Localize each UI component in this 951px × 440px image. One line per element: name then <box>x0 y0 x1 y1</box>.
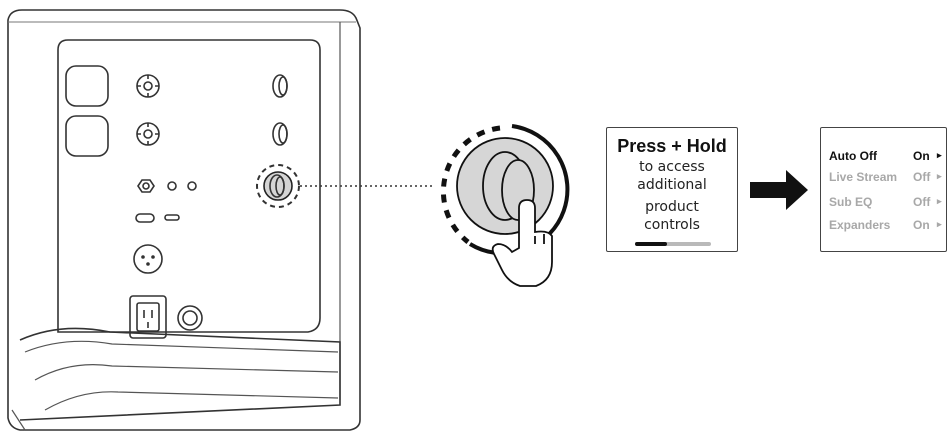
instruction-line-1: to access <box>639 159 705 175</box>
instruction-line-2: additional <box>637 177 707 193</box>
menu-value: Off <box>913 170 931 184</box>
hold-progress-bar <box>635 242 711 246</box>
chevron-right-icon: ▸ <box>937 171 942 181</box>
menu-value: On <box>913 149 930 163</box>
press-hold-panel: Press + Hold to access additional produc… <box>606 127 738 252</box>
channel-knob-2 <box>272 122 288 146</box>
chevron-right-icon: ▸ <box>937 196 942 206</box>
input-slot-1 <box>65 65 109 107</box>
right-arrow-icon <box>750 170 808 210</box>
menu-row-expanders: Expanders On ▸ <box>829 218 943 234</box>
chevron-right-icon: ▸ <box>937 150 942 160</box>
small-ports <box>135 179 197 223</box>
settings-menu-panel: Auto Off On ▸ Live Stream Off ▸ Sub EQ O… <box>820 127 947 252</box>
menu-label: Expanders <box>829 218 891 232</box>
xlr-output <box>133 244 163 274</box>
menu-row-sub-eq: Sub EQ Off ▸ <box>829 195 943 211</box>
menu-label: Live Stream <box>829 170 898 184</box>
highlighted-knob <box>256 164 300 208</box>
pointing-hand-icon <box>491 199 553 287</box>
menu-value: Off <box>913 195 931 209</box>
speaker-illustration <box>7 9 361 431</box>
power-button <box>177 305 203 331</box>
instruction-line-3: product <box>645 199 699 215</box>
speaker-housing <box>7 9 361 431</box>
menu-row-live-stream: Live Stream Off ▸ <box>829 170 943 186</box>
menu-row-auto-off: Auto Off On ▸ <box>829 149 943 165</box>
press-hold-title: Press + Hold <box>617 136 727 156</box>
chevron-right-icon: ▸ <box>937 219 942 229</box>
menu-label: Auto Off <box>829 149 877 163</box>
power-inlet <box>129 295 167 339</box>
channel-knob-1 <box>272 74 288 98</box>
combo-jack-2 <box>136 122 160 146</box>
rear-panel <box>57 39 321 333</box>
menu-label: Sub EQ <box>829 195 873 209</box>
combo-jack-1 <box>136 74 160 98</box>
menu-value: On <box>913 218 930 232</box>
input-slot-2 <box>65 115 109 157</box>
hold-progress-fill <box>635 242 667 246</box>
instruction-line-4: controls <box>644 217 700 233</box>
